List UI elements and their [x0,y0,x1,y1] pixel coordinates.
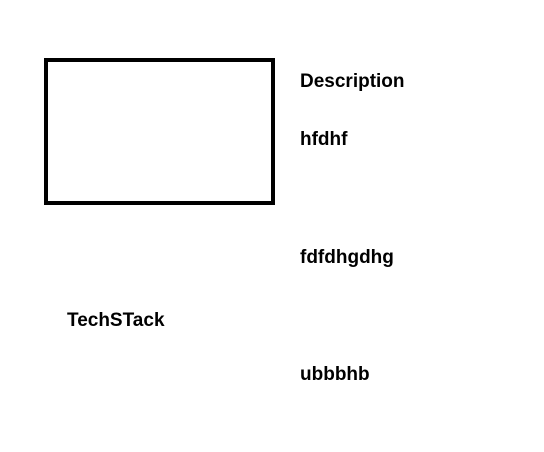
description-heading: Description [300,71,405,92]
description-line-2: fdfdhgdhg [300,247,394,268]
description-line-1: hfdhf [300,129,348,150]
image-placeholder-box [44,58,275,205]
tech-stack-label: TechSTack [67,310,165,331]
description-line-3: ubbbhb [300,364,370,385]
